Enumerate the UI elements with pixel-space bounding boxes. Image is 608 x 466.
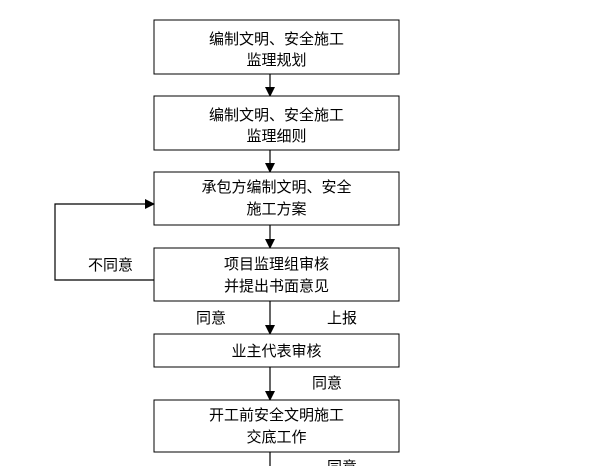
box-monitoring-detail-line-2: 监理细则 (246, 127, 306, 145)
box-supervision-review-line-2: 并提出书面意见 (224, 277, 329, 295)
box-monitoring-plan: 编制文明、安全施工 监理规划 (153, 19, 400, 75)
box-safety-handover-line-2: 交底工作 (246, 428, 306, 446)
box-safety-handover: 开工前安全文明施工 交底工作 (153, 399, 400, 453)
label-agree-3: 同意 (327, 458, 357, 466)
box-monitoring-plan-line-2: 监理规划 (246, 51, 306, 69)
box-monitoring-detail: 编制文明、安全施工 监理细则 (153, 95, 400, 151)
box-monitoring-plan-line-1: 编制文明、安全施工 (209, 30, 344, 48)
box-owner-review: 业主代表审核 (153, 333, 400, 368)
arrow-disagree-loop (54, 199, 155, 281)
label-agree-1: 同意 (196, 309, 226, 327)
box-contractor-plan-line-1: 承包方编制文明、安全 (201, 178, 351, 196)
label-report: 上报 (327, 309, 357, 327)
box-owner-review-line-1: 业主代表审核 (231, 342, 321, 360)
box-contractor-plan: 承包方编制文明、安全 施工方案 (153, 171, 400, 226)
box-supervision-review: 项目监理组审核 并提出书面意见 (153, 247, 400, 302)
box-supervision-review-line-1: 项目监理组审核 (224, 255, 329, 273)
box-safety-handover-line-1: 开工前安全文明施工 (209, 406, 344, 424)
box-contractor-plan-line-2: 施工方案 (246, 200, 306, 218)
box-monitoring-detail-line-1: 编制文明、安全施工 (209, 106, 344, 124)
label-agree-2: 同意 (312, 374, 342, 392)
label-disagree: 不同意 (88, 256, 133, 274)
